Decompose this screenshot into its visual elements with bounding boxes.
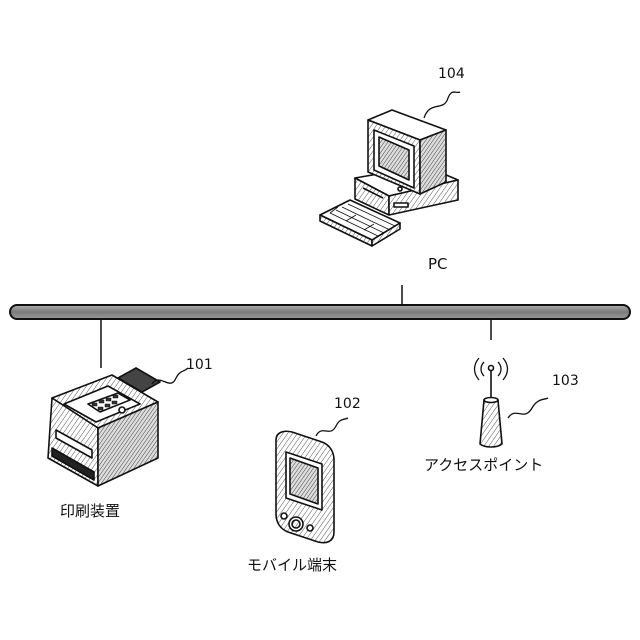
access-point-reference-number: 103 — [552, 373, 579, 389]
pc-leader-line — [424, 92, 460, 118]
network-bus — [10, 305, 630, 319]
pc-label: PC — [428, 255, 448, 273]
access-point-leader-line — [508, 398, 548, 418]
printer-reference-number: 101 — [186, 357, 213, 373]
mobile-reference-number: 102 — [334, 396, 361, 412]
wireless-access-point-icon — [475, 358, 508, 447]
desktop-computer-icon — [320, 110, 458, 246]
pc-reference-number: 104 — [438, 66, 465, 82]
mobile-label: モバイル端末 — [247, 556, 337, 574]
printer-label: 印刷装置 — [60, 502, 120, 520]
mobile-terminal-icon — [276, 431, 334, 542]
mobile-leader-line — [316, 418, 348, 436]
access-point-label: アクセスポイント — [424, 456, 543, 474]
printer-icon — [48, 368, 160, 486]
